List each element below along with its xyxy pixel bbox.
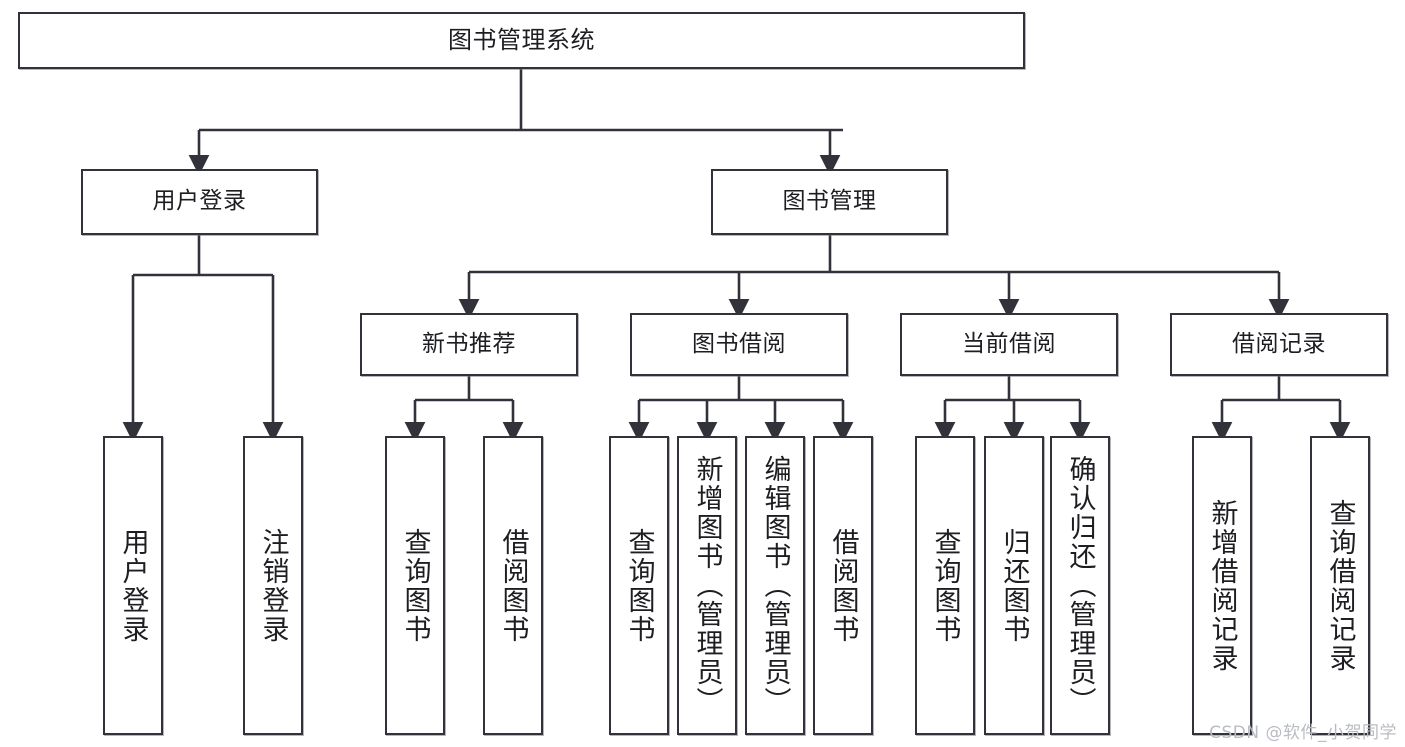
node-book-management-label: 图书管理 — [782, 188, 877, 215]
node-leaf-recommend-query-book[interactable]: 查询图书 — [385, 436, 445, 735]
node-root[interactable]: 图书管理系统 — [18, 12, 1025, 69]
node-leaf-edit-book-admin[interactable]: 编辑图书（管理员） — [745, 436, 805, 735]
watermark-text: CSDN @软件_小贺同学 — [1209, 723, 1397, 743]
node-root-label: 图书管理系统 — [448, 26, 595, 55]
node-leaf-add-borrow-record[interactable]: 新增借阅记录 — [1192, 436, 1252, 735]
node-leaf-recommend-borrow-book[interactable]: 借阅图书 — [483, 436, 543, 735]
node-leaf-add-book-admin-label: 新增图书（管理员） — [691, 455, 723, 716]
node-leaf-confirm-return-admin[interactable]: 确认归还（管理员） — [1050, 436, 1110, 735]
node-book-management[interactable]: 图书管理 — [711, 169, 948, 235]
node-leaf-return-book-label: 归还图书 — [998, 527, 1030, 644]
node-current-borrow-label: 当前借阅 — [962, 330, 1056, 357]
node-book-borrow[interactable]: 图书借阅 — [630, 313, 848, 376]
node-leaf-borrow-query-book[interactable]: 查询图书 — [609, 436, 669, 735]
node-leaf-edit-book-admin-label: 编辑图书（管理员） — [759, 455, 791, 716]
node-leaf-logout[interactable]: 注销登录 — [243, 436, 303, 735]
node-user-login[interactable]: 用户登录 — [81, 169, 318, 235]
node-leaf-return-book[interactable]: 归还图书 — [984, 436, 1044, 735]
node-leaf-add-book-admin[interactable]: 新增图书（管理员） — [677, 436, 737, 735]
node-current-borrow[interactable]: 当前借阅 — [900, 313, 1118, 376]
node-leaf-user-login-label: 用户登录 — [117, 527, 149, 644]
node-leaf-query-borrow-record[interactable]: 查询借阅记录 — [1310, 436, 1370, 735]
node-leaf-borrow-query-book-label: 查询图书 — [623, 527, 655, 644]
node-leaf-recommend-borrow-book-label: 借阅图书 — [497, 527, 529, 644]
node-leaf-user-login[interactable]: 用户登录 — [103, 436, 163, 735]
node-new-book-recommend[interactable]: 新书推荐 — [360, 313, 578, 376]
node-leaf-current-query-book-label: 查询图书 — [929, 527, 961, 644]
node-leaf-query-borrow-record-label: 查询借阅记录 — [1324, 498, 1356, 673]
node-leaf-add-borrow-record-label: 新增借阅记录 — [1206, 498, 1238, 673]
node-book-borrow-label: 图书借阅 — [692, 330, 786, 357]
node-user-login-label: 用户登录 — [152, 188, 247, 215]
node-borrow-record[interactable]: 借阅记录 — [1170, 313, 1388, 376]
node-new-book-recommend-label: 新书推荐 — [422, 330, 516, 357]
node-leaf-logout-label: 注销登录 — [257, 527, 289, 644]
node-borrow-record-label: 借阅记录 — [1232, 330, 1326, 357]
node-leaf-borrow-book[interactable]: 借阅图书 — [813, 436, 873, 735]
node-leaf-recommend-query-book-label: 查询图书 — [399, 527, 431, 644]
node-leaf-confirm-return-admin-label: 确认归还（管理员） — [1064, 455, 1096, 716]
node-leaf-borrow-book-label: 借阅图书 — [827, 527, 859, 644]
node-leaf-current-query-book[interactable]: 查询图书 — [915, 436, 975, 735]
